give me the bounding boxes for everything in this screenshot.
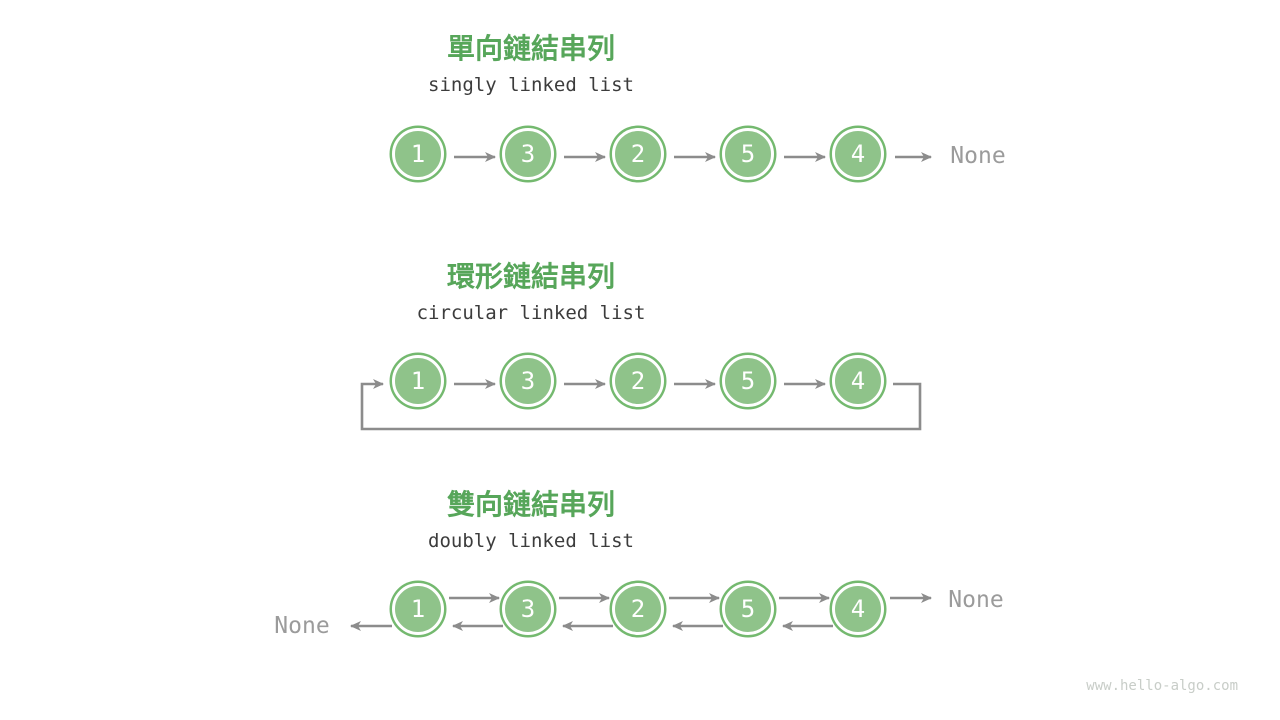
circular-node: 5 [722,355,774,407]
singly-node: 5 [722,128,774,180]
singly-node: 2 [612,128,664,180]
circular-title-en: circular linked list [416,302,646,324]
circular-node: 2 [612,355,664,407]
circular-node: 4 [832,355,884,407]
circular-loop-arrow [360,379,922,431]
circular-title-zh: 環形鏈結串列 [446,260,615,293]
doubly-node: 1 [392,583,444,635]
singly-node: 4 [832,128,884,180]
circular-node: 1 [392,355,444,407]
doubly-node: 3 [502,583,554,635]
doubly-node: 5 [722,583,774,635]
circular-node: 3 [502,355,554,407]
singly-title-zh: 單向鏈結串列 [446,32,615,65]
doubly-head-none-label: None [274,613,330,639]
doubly-tail-none-label: None [948,587,1004,613]
singly-node: 3 [502,128,554,180]
watermark: www.hello-algo.com [1086,678,1238,694]
doubly-title-en: doubly linked list [428,530,634,552]
singly-none-label: None [950,143,1006,169]
doubly-node: 4 [832,583,884,635]
doubly-title-zh: 雙向鏈結串列 [446,488,615,521]
singly-title-en: singly linked list [428,74,634,96]
singly-node: 1 [392,128,444,180]
doubly-node: 2 [612,583,664,635]
